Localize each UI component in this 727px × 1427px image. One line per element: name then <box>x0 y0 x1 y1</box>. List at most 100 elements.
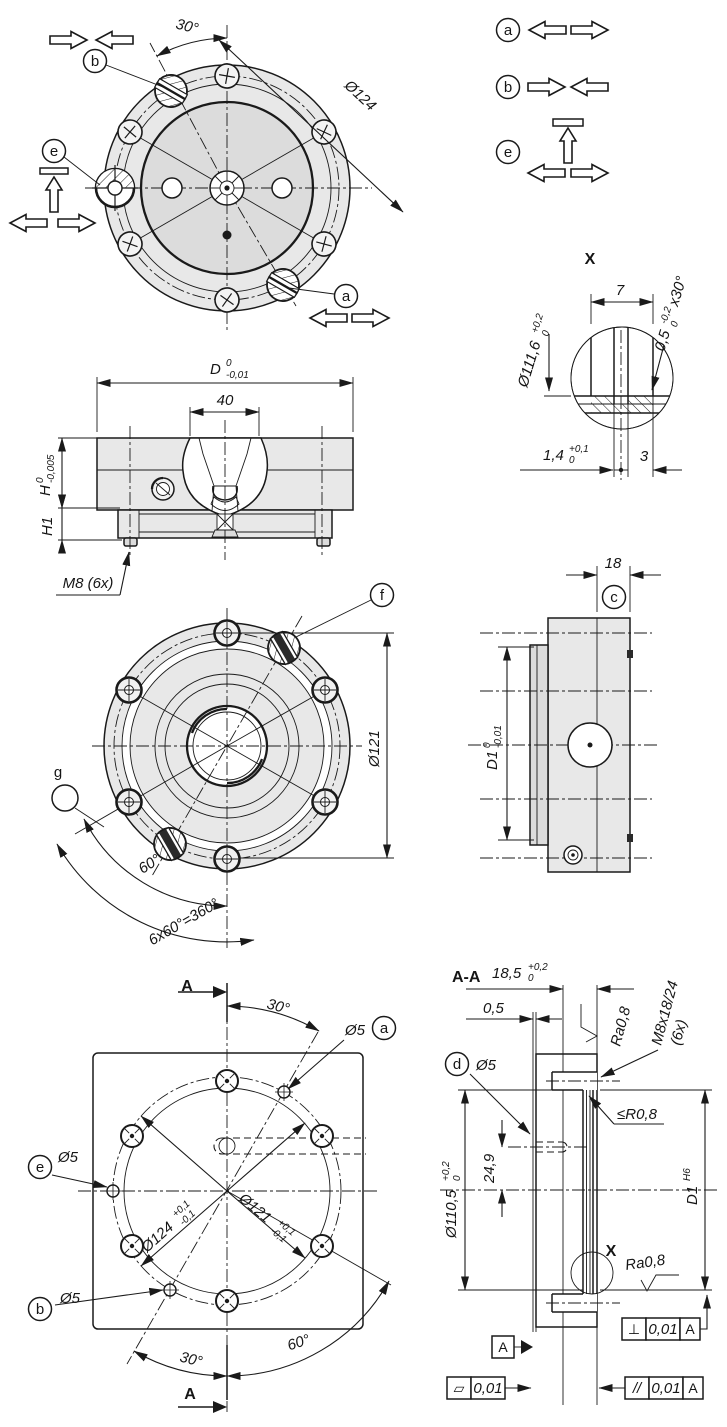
dim-hole-b-dia: Ø5 <box>59 1290 81 1307</box>
washer-bore-icon <box>213 619 241 647</box>
dim-hole-d-dia: Ø5 <box>475 1057 497 1074</box>
svg-text:0,01: 0,01 <box>648 1321 677 1338</box>
callout-a-label: a <box>342 288 351 305</box>
svg-text:-0,01: -0,01 <box>226 370 249 381</box>
svg-text:⊥: ⊥ <box>628 1321 640 1337</box>
svg-text:0,01: 0,01 <box>651 1380 680 1397</box>
svg-text:0: 0 <box>482 742 493 748</box>
dim-bore-111-6: Ø111,6 +0,2 0 <box>514 312 552 390</box>
svg-text:Ø111,6: Ø111,6 <box>514 339 544 390</box>
dim-offset-3: 3 <box>640 448 649 465</box>
datum-a: A <box>491 1335 533 1359</box>
dim-spigot-D1: D1 0 -0,01 <box>482 725 504 770</box>
svg-text:D1: D1 <box>484 751 501 770</box>
legend-b-label: b <box>504 79 512 96</box>
surface-finish-icon <box>580 1003 598 1043</box>
view-detail-x: X 7 Ø111,6 +0,2 0 0,5 -0,2 0 x30° 1,4 +0… <box>514 251 690 480</box>
thread-qty-label: (6x) <box>667 1018 690 1047</box>
dim-dia-121: Ø121 <box>366 730 383 768</box>
dim-height-H: H 0 -0,005 <box>35 454 57 496</box>
callout-a2-label: a <box>380 1020 389 1037</box>
view-mounting-plate <box>78 983 392 1412</box>
svg-text://: // <box>632 1380 643 1397</box>
dim-outer-dia-D: D 0 -0,01 <box>210 358 249 381</box>
label-thread-m8: M8 (6x) <box>63 575 114 592</box>
legend-e-label: e <box>504 144 512 161</box>
dim-depth-18-5: 18,5 +0,2 0 <box>492 962 548 984</box>
callout-circle-a <box>333 283 359 309</box>
dim-angle-bl-30: 30° <box>178 1349 204 1371</box>
callout-c-label: c <box>610 589 618 606</box>
radius-note-label: ≤R0,8 <box>617 1106 658 1123</box>
svg-text:0: 0 <box>35 477 46 483</box>
section-aa-title: A-A <box>452 969 481 986</box>
callout-circle-f <box>369 582 395 608</box>
svg-text:0,5: 0,5 <box>652 328 675 354</box>
washer-bore-icon <box>213 845 241 873</box>
callout-b2-label: b <box>36 1301 44 1318</box>
callout-circle-c <box>601 584 627 610</box>
fcf-perpendicularity: ⊥ 0,01 A <box>621 1294 712 1341</box>
svg-text:0: 0 <box>540 329 552 338</box>
svg-text:Ø110,5: Ø110,5 <box>443 1189 460 1239</box>
svg-text:+0,1: +0,1 <box>569 444 589 455</box>
washer-bore-icon <box>311 788 339 816</box>
svg-text:0: 0 <box>452 1175 463 1181</box>
motion-arrows-a-icon <box>309 308 390 328</box>
svg-text:0: 0 <box>226 358 232 369</box>
svg-text:+0,2: +0,2 <box>528 962 548 973</box>
motion-arrows-b-icon <box>49 30 134 50</box>
dim-plate-0-5: 0,5 <box>483 1000 505 1017</box>
washer-bore-icon <box>115 676 143 704</box>
dim-collar-H1: H1 <box>39 517 56 536</box>
svg-text:0: 0 <box>669 320 681 329</box>
legend-a-arrows-icon <box>528 20 609 40</box>
view-bottom-face <box>74 608 362 948</box>
legend-b-arrows-icon <box>527 77 609 97</box>
dim-fit-D1H6: D1 H6 <box>682 1168 701 1205</box>
legend-a-label: a <box>504 22 513 39</box>
callout-circle-g <box>51 784 79 812</box>
section-mark-a-top: A <box>181 978 193 995</box>
dim-opening-40: 40 <box>217 392 234 409</box>
dim-depth-1-4: 1,4 +0,1 0 <box>543 444 589 466</box>
dim-hole-e-dia: Ø5 <box>57 1149 79 1166</box>
dim-hole-a-dia: Ø5 <box>344 1022 366 1039</box>
section-mark-a-bottom: A <box>184 1386 196 1403</box>
surface-x-label: Ra0,8 <box>624 1251 667 1273</box>
dim-dia-124: Ø124 <box>340 76 379 114</box>
detail-mark-x: X <box>606 1243 617 1260</box>
svg-text:-0,2: -0,2 <box>659 305 675 325</box>
svg-text:A: A <box>688 1380 698 1396</box>
view-front-section <box>96 420 354 560</box>
svg-text:H: H <box>37 485 54 496</box>
svg-text:+0,2: +0,2 <box>441 1161 452 1181</box>
motion-arrows-e-icon <box>9 167 96 233</box>
svg-text:A: A <box>498 1339 508 1355</box>
surface-top-label: Ra0,8 <box>607 1004 634 1048</box>
callout-circle-d <box>444 1051 470 1077</box>
callout-g-label: g <box>54 764 62 781</box>
dim-angle-br-60: 60° <box>285 1331 312 1354</box>
center-hub <box>209 170 245 206</box>
callout-circle-e <box>41 138 67 164</box>
view-side <box>468 617 660 873</box>
legend-clamp-functions: a b e <box>495 17 609 183</box>
fcf-parallelism: // 0,01 A <box>598 1376 704 1400</box>
svg-text:H6: H6 <box>682 1168 693 1181</box>
legend-e-arrows-icon <box>527 118 609 183</box>
svg-text:▱: ▱ <box>454 1380 465 1396</box>
detail-x-title: X <box>585 251 596 268</box>
dim-depth-18: 18 <box>605 555 622 572</box>
dim-land-7: 7 <box>616 282 625 299</box>
callout-e2-label: e <box>36 1159 44 1176</box>
surface-finish-icon <box>640 1274 680 1292</box>
washer-bore-icon <box>115 788 143 816</box>
callout-f-label: f <box>380 587 385 604</box>
callout-circle-e2 <box>27 1154 53 1180</box>
svg-text:A: A <box>685 1321 695 1337</box>
callout-circle-b2 <box>27 1296 53 1322</box>
dim-angle-30: 30° <box>174 16 200 38</box>
svg-text:0: 0 <box>528 973 534 984</box>
